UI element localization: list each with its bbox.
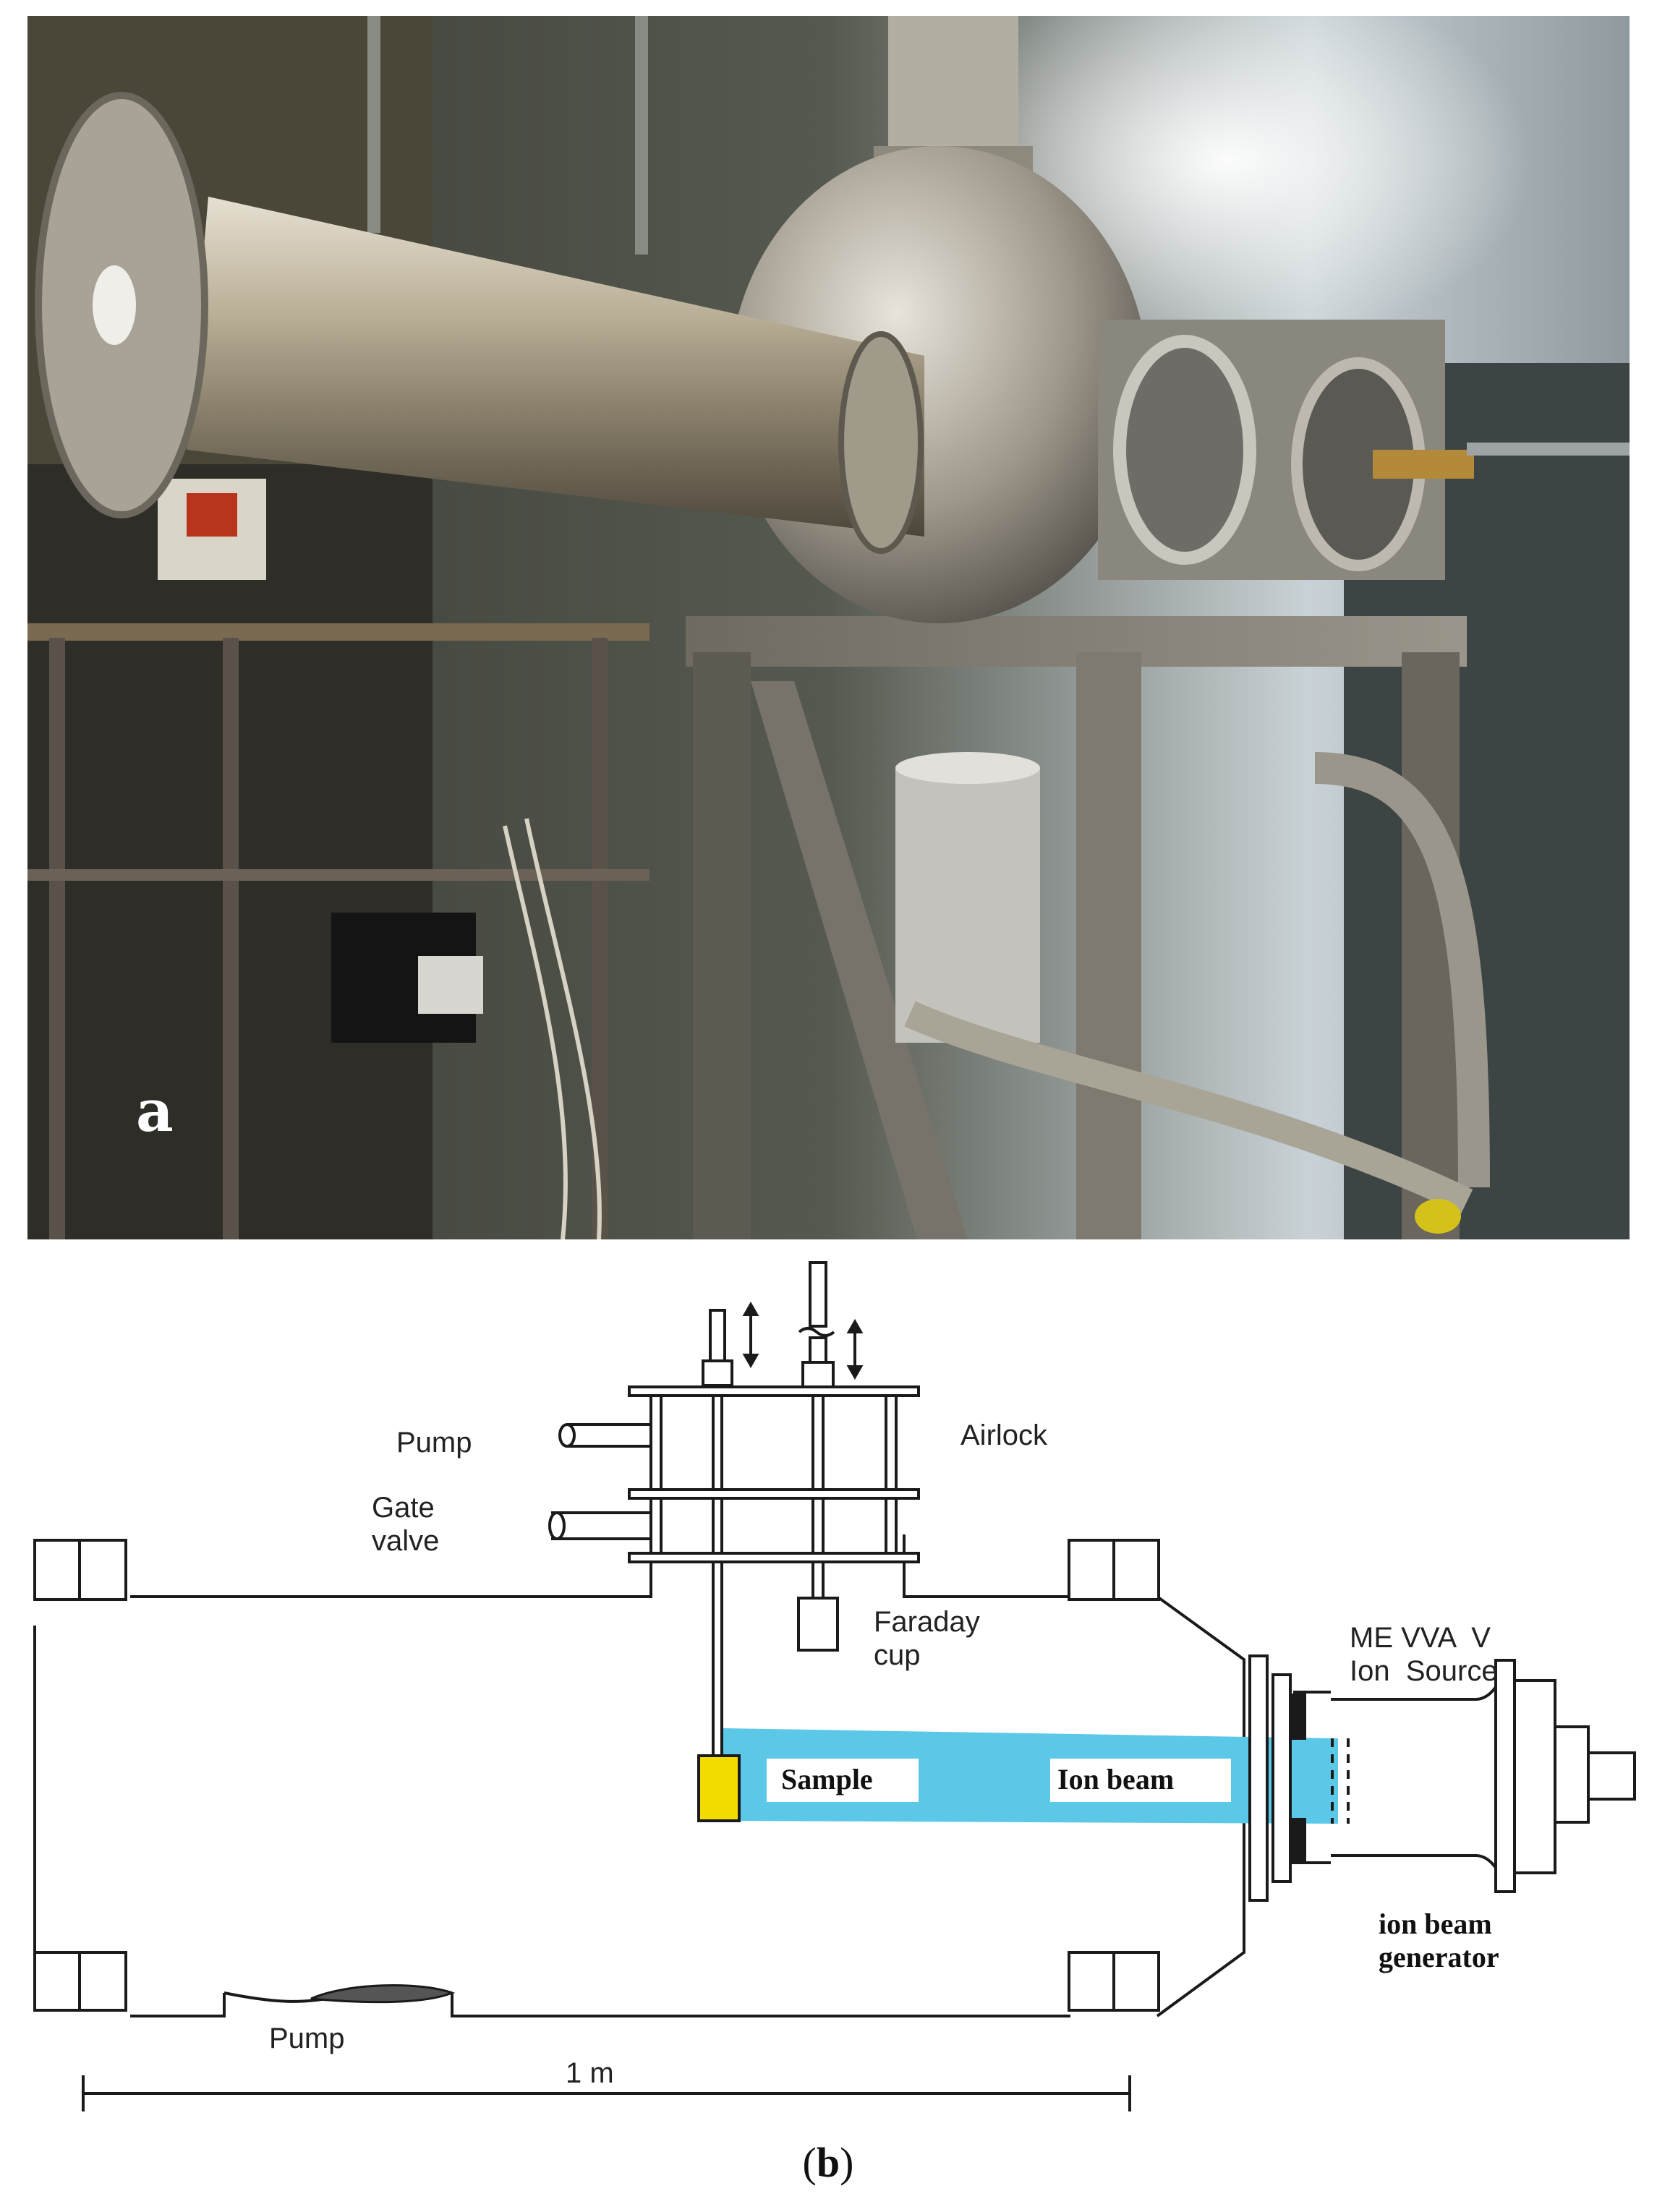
label-airlock: Airlock <box>960 1419 1048 1451</box>
label-pump-top: Pump <box>396 1427 472 1459</box>
ion-source-assembly <box>1248 1654 1636 1902</box>
faraday-cup-rod <box>797 1261 839 1652</box>
pump-bottom <box>223 1984 456 2004</box>
corner-flange <box>33 1539 1160 2012</box>
label-faraday-line1: Faraday <box>874 1606 980 1638</box>
label-gate-valve-line2: valve <box>372 1525 439 1557</box>
photo-panel-a: a <box>27 16 1630 1239</box>
pump-pipe-top <box>558 1423 651 1448</box>
label-sample: Sample <box>781 1763 873 1795</box>
label-generator-line1: ion beam <box>1379 1908 1492 1940</box>
airlock <box>628 1385 920 1563</box>
label-faraday-line2: cup <box>874 1639 921 1671</box>
label-gate-valve-line1: Gate <box>372 1492 435 1524</box>
label-ion-source-line1: ME VVA V <box>1350 1622 1491 1654</box>
label-pump-bottom: Pump <box>269 2023 345 2054</box>
sample-holder-rod <box>702 1309 733 1756</box>
label-ion-source-line2: Ion Source <box>1350 1655 1498 1687</box>
panel-b-caption: (b) <box>803 2139 854 2186</box>
gate-valve-pipe <box>548 1511 651 1540</box>
label-generator-line2: generator <box>1379 1941 1499 1973</box>
label-scale: 1 m <box>566 2057 614 2089</box>
motion-arrow-icon <box>742 1301 864 1380</box>
panel-a-label: a <box>136 1077 174 1145</box>
scale-bar <box>82 2075 1131 2111</box>
sample-block <box>697 1754 741 1822</box>
schematic-diagram-b: Pump Gate valve Airlock Faraday cup ME V… <box>33 1261 1636 2186</box>
label-ion-beam: Ion beam <box>1057 1763 1174 1795</box>
